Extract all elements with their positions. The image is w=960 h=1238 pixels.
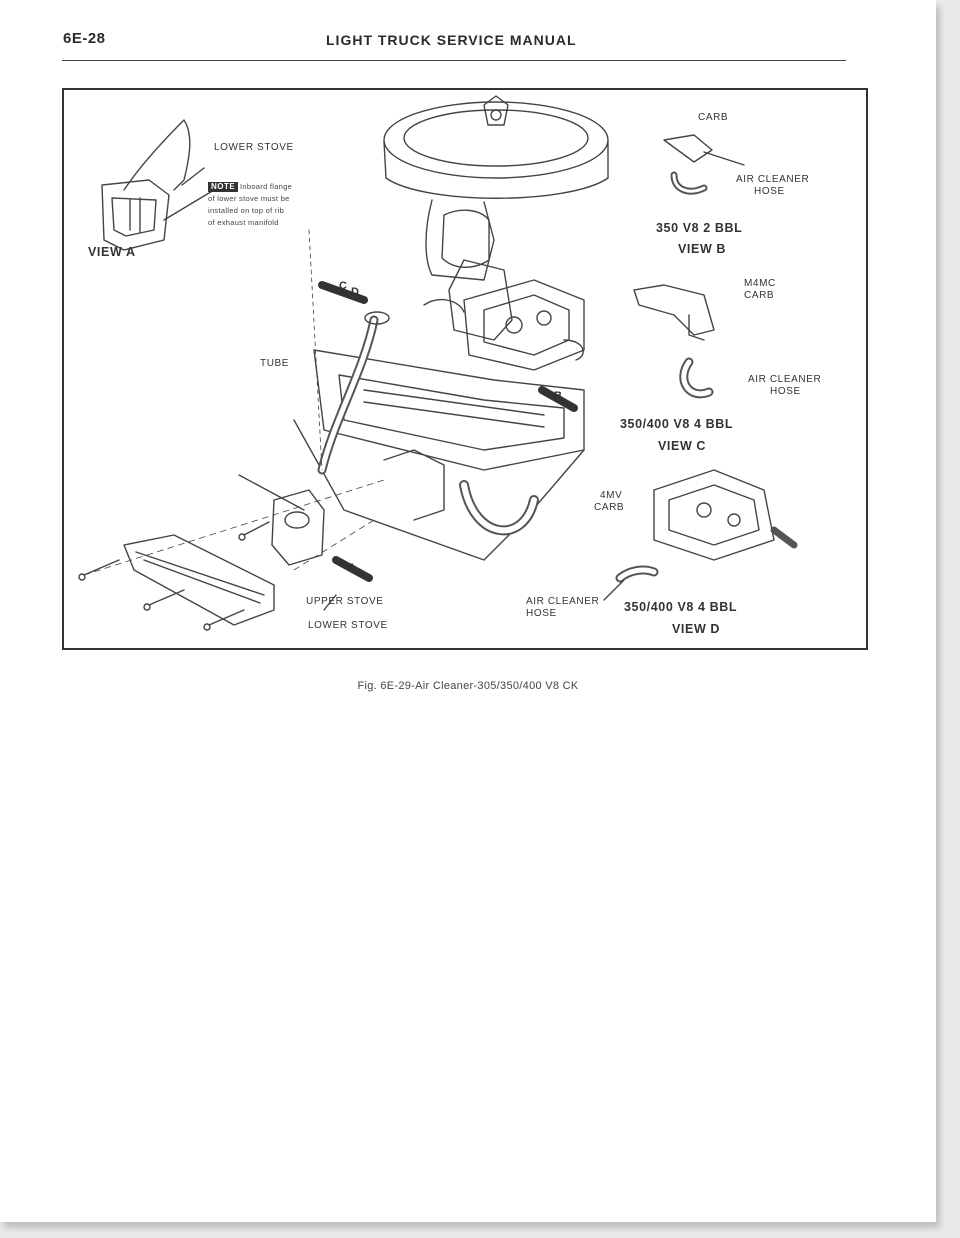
note-line-4: of exhaust manifold: [208, 218, 279, 227]
callout-b: B: [554, 390, 563, 402]
4mv-line2: CARB: [594, 502, 625, 513]
carb-b-label: CARB: [698, 112, 729, 123]
air-cleaner-hose-c-line1: AIR CLEANER: [748, 374, 822, 385]
air-cleaner-hose-b-line2: HOSE: [754, 186, 785, 197]
callout-c: C: [339, 280, 348, 292]
lower-stove-label-top: LOWER STOVE: [214, 142, 294, 153]
m4mc-line2: CARB: [744, 290, 775, 301]
manual-page: 6E-28 LIGHT TRUCK SERVICE MANUAL: [0, 0, 936, 1222]
view-b-label: VIEW B: [678, 242, 727, 256]
engine-d-label: 350/400 V8 4 BBL: [624, 600, 738, 614]
header-rule: [62, 60, 846, 61]
note-line-1: Inboard flange: [240, 182, 293, 191]
tube-drawing: [308, 229, 390, 475]
stove-drawing: [78, 479, 385, 631]
note-line-2: of lower stove must be: [208, 194, 290, 203]
upper-stove-label: UPPER STOVE: [306, 596, 384, 607]
4mv-line1: 4MV: [600, 490, 623, 501]
page-number: 6E-28: [63, 30, 106, 47]
note-line-3: installed on top of rib: [208, 206, 285, 215]
view-d-label: VIEW D: [672, 622, 721, 636]
air-cleaner-hose-b-line1: AIR CLEANER: [736, 174, 810, 185]
view-c-label: VIEW C: [658, 439, 707, 453]
view-a-label: VIEW A: [88, 245, 136, 259]
callout-a: A: [348, 562, 357, 574]
air-cleaner-hose-d-line2: HOSE: [526, 608, 557, 619]
lower-stove-label-bottom: LOWER STOVE: [308, 620, 388, 631]
callout-arrows: [238, 281, 625, 611]
carburetor-drawing: [463, 279, 585, 371]
engine-b-label: 350 V8 2 BBL: [656, 221, 743, 235]
air-cleaner-drawing: [383, 95, 609, 341]
engine-c-label: 350/400 V8 4 BBL: [620, 417, 734, 431]
m4mc-line1: M4MC: [744, 278, 776, 289]
view-d-drawing: [615, 469, 798, 583]
engine-drawing: [293, 349, 585, 561]
callout-d: D: [351, 286, 360, 298]
air-cleaner-illustration: [78, 95, 798, 631]
view-a-drawing: [101, 119, 215, 251]
figure-caption: Fig. 6E-29-Air Cleaner-305/350/400 V8 CK: [357, 680, 579, 692]
air-cleaner-figure: LOWER STOVE NOTE Inboard flange of lower…: [62, 88, 868, 650]
view-b-drawing: [663, 134, 745, 195]
manifold-drawing: [383, 449, 539, 536]
tube-label: TUBE: [260, 358, 290, 369]
air-cleaner-hose-c-line2: HOSE: [770, 386, 801, 397]
page-title: LIGHT TRUCK SERVICE MANUAL: [326, 32, 577, 48]
note-tag: NOTE: [208, 182, 239, 192]
air-cleaner-hose-d-line1: AIR CLEANER: [526, 596, 600, 607]
view-c-drawing: [633, 284, 715, 399]
